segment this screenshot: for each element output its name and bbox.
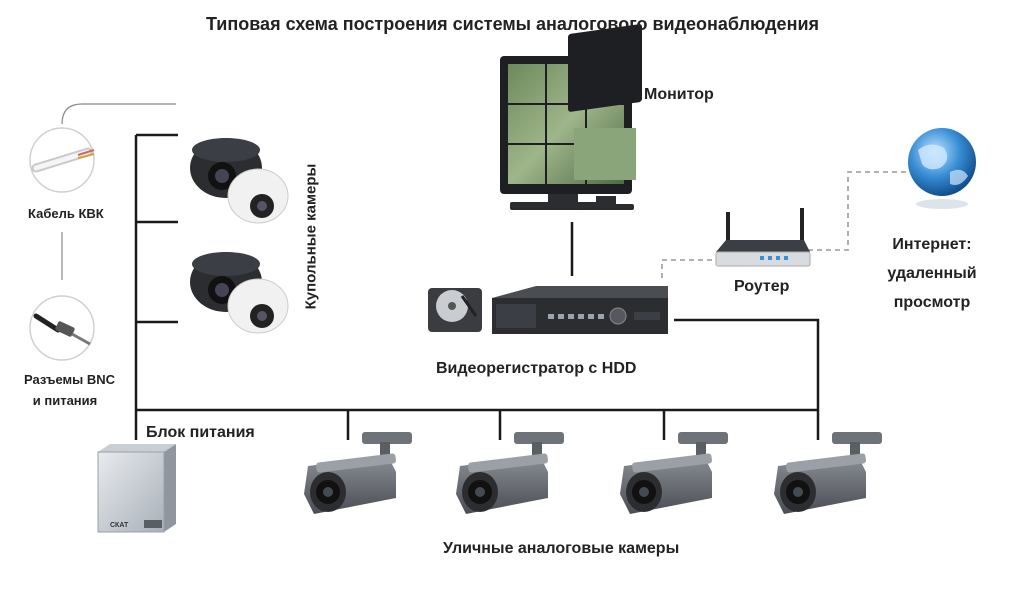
hdd-icon (428, 288, 482, 332)
bnc-connector-icon (29, 295, 95, 361)
router-icon (715, 208, 811, 267)
internet-label-line2: удаленный (887, 265, 977, 282)
connectors-label: Разъемы BNC и питания (24, 372, 116, 408)
psu-brand-label: СКАТ (110, 522, 129, 529)
cable-icon (29, 127, 95, 193)
monitor-label: Монитор (644, 86, 714, 103)
cable-label: Кабель КВК (28, 206, 104, 221)
internet-label-line1: Интернет: (892, 236, 972, 253)
street-camera-3 (620, 432, 728, 514)
cable-guide-line (61, 103, 176, 125)
internet-label-line3: просмотр (893, 294, 971, 311)
street-camera-4 (774, 432, 882, 514)
globe-icon (908, 128, 976, 209)
street-cameras-label: Уличные аналоговые камеры (443, 540, 680, 557)
dvr-right-wire (674, 318, 820, 410)
dome-camera-1 (190, 138, 289, 224)
diagram-title: Типовая схема построения системы аналого… (205, 14, 820, 34)
dvr-label: Видеорегистратор с HDD (436, 360, 637, 377)
network-dashed-lines (661, 171, 906, 278)
router-label: Роутер (734, 278, 790, 295)
street-cameras (304, 432, 882, 514)
dvr-icon (492, 286, 668, 334)
dome-cameras-label: Купольные камеры (302, 163, 320, 310)
connectors-label-line2: и питания (32, 393, 98, 408)
internet-label: Интернет: удаленный просмотр (874, 230, 990, 317)
monitor-icon (500, 24, 642, 210)
power-supply-icon (97, 444, 176, 533)
street-camera-2 (456, 432, 564, 514)
wires (61, 103, 820, 440)
street-camera-1 (304, 432, 412, 514)
dome-camera-2 (190, 252, 289, 334)
connectors-label-line1: Разъемы BNC (24, 372, 116, 387)
power-supply-label: Блок питания (146, 424, 255, 441)
